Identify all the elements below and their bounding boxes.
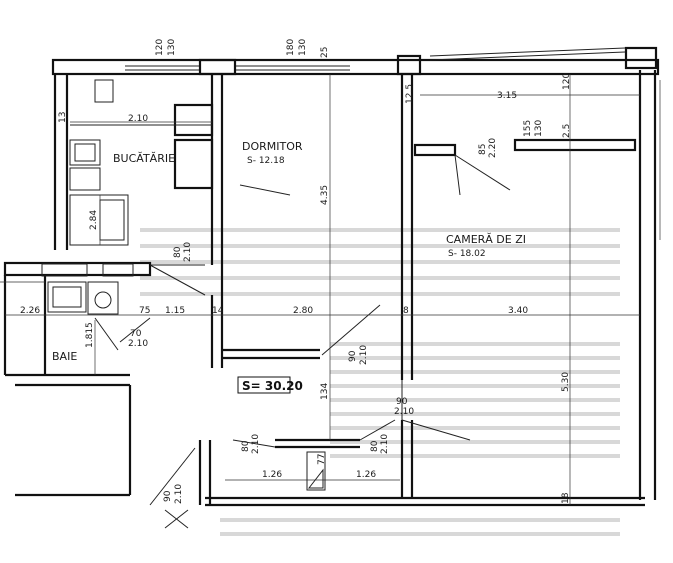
dim-126a: 1.26 <box>262 470 282 480</box>
dim-280: 2.80 <box>293 306 313 316</box>
dim-13: 13 <box>58 112 68 123</box>
background-text-ghost <box>140 228 620 536</box>
dim-75: 75 <box>139 306 150 316</box>
room-label-baie: BAIE <box>52 350 77 363</box>
dim-door-80b: 80 <box>241 440 251 452</box>
dim-door-210a: 2.10 <box>183 242 193 262</box>
room-area-dormitor: S- 12.18 <box>247 156 285 166</box>
walls <box>3 46 661 507</box>
dim-door-90c: 90 <box>163 490 173 502</box>
dim-bedroom-height: 4.35 <box>320 185 330 205</box>
dim-kitchen-width: 2.10 <box>128 114 148 124</box>
dim-77: 77 <box>317 454 327 465</box>
dim-126b: 1.26 <box>356 470 376 480</box>
total-area-box <box>237 376 291 394</box>
dim-window-220: 2.20 <box>488 138 498 158</box>
dim-18: 18 <box>561 492 571 504</box>
dim-door-210g: 2.10 <box>174 484 184 504</box>
dim-115: 1.15 <box>165 306 185 316</box>
dim-14: 14 <box>212 306 224 316</box>
total-area-label: S= 30.20 <box>242 379 303 393</box>
room-label-bucatarie: BUCĂTĂRIE <box>113 152 175 165</box>
dim-door-90b: 90 <box>396 397 408 407</box>
dim-top-130a: 130 <box>167 39 177 56</box>
dim-bath-width: 2.26 <box>20 306 40 316</box>
kitchen-fixtures <box>69 79 212 246</box>
dim-door-210f: 2.10 <box>380 434 390 454</box>
room-area-camera-de-zi: S- 18.02 <box>448 249 486 259</box>
dim-door-210c: 2.10 <box>359 345 369 365</box>
doors <box>94 154 511 529</box>
dim-door-210b: 2.10 <box>128 339 148 349</box>
dim-155: 155 <box>523 120 533 137</box>
dim-door-70: 70 <box>130 329 142 339</box>
bathroom-fixtures <box>0 263 134 315</box>
dim-door-90a: 90 <box>348 350 358 362</box>
dim-window-85: 85 <box>478 144 488 155</box>
dim-340: 3.40 <box>508 306 528 316</box>
dimension-lines <box>5 74 640 505</box>
dim-8: 8 <box>403 306 409 316</box>
dim-living-width: 3.15 <box>497 91 517 101</box>
dim-top-120: 120 <box>155 39 165 56</box>
dim-door-210d: 2.10 <box>394 407 414 417</box>
dim-top-130b: 130 <box>298 39 308 56</box>
dim-120: 120 <box>562 73 572 90</box>
dim-door-210e: 2.10 <box>251 434 261 454</box>
dim-125: 12.5 <box>405 84 415 104</box>
dim-bath-height: 1.815 <box>85 322 95 348</box>
dim-25b: 2.5 <box>562 124 572 138</box>
dim-top-25: 25 <box>320 47 330 58</box>
dim-130c: 130 <box>534 120 544 137</box>
room-label-dormitor: DORMITOR <box>242 140 303 153</box>
dim-door-80c: 80 <box>370 440 380 452</box>
dim-door-80a: 80 <box>173 246 183 258</box>
room-label-camera-de-zi: CAMERĂ DE ZI <box>446 233 526 246</box>
dim-top-180: 180 <box>286 39 296 56</box>
dim-134: 134 <box>320 383 330 400</box>
dim-kitchen-height: 2.84 <box>89 210 99 230</box>
dim-living-height: 5.30 <box>561 372 571 392</box>
